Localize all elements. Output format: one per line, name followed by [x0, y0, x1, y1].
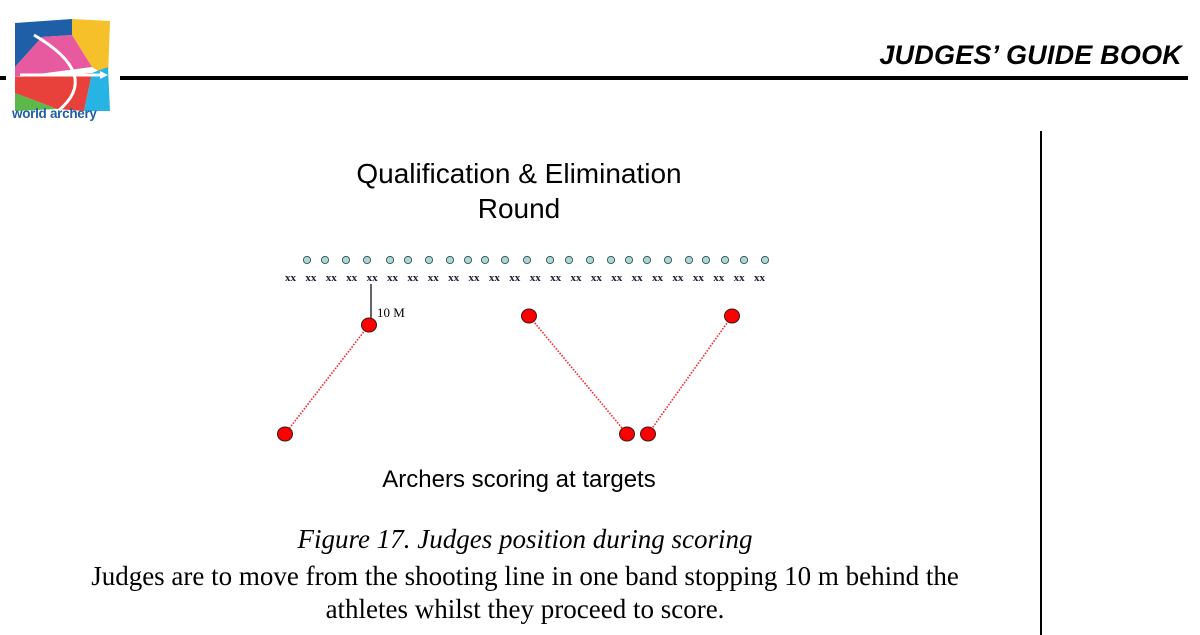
target-icon: [545, 255, 555, 265]
archer-marker: xx: [488, 272, 500, 284]
archer-marker: xx: [346, 272, 358, 284]
archer-marker: xx: [529, 272, 541, 284]
target-icon: [385, 255, 395, 265]
archer-marker: xx: [672, 272, 684, 284]
judge-2-end-marker: [619, 426, 635, 442]
target-icon: [463, 255, 473, 265]
target-icon: [624, 255, 634, 265]
figure-title: Qualification & Elimination Round: [300, 156, 738, 226]
archer-marker: xx: [590, 272, 602, 284]
target-icon: [320, 255, 330, 265]
target-icon: [642, 255, 652, 265]
archer-marker: xx: [611, 272, 623, 284]
target-icon: [341, 255, 351, 265]
body-line-1: Judges are to move from the shooting lin…: [91, 561, 959, 591]
archer-marker: xx: [285, 272, 296, 284]
archer-marker: xx: [305, 272, 317, 284]
target-icon: [424, 255, 434, 265]
archer-marker: xx: [509, 272, 521, 284]
target-icon: [362, 255, 372, 265]
body-paragraph: Judges are to move from the shooting lin…: [0, 560, 1050, 626]
target-icon: [663, 255, 673, 265]
archer-marker: xx: [570, 272, 582, 284]
distance-label: 10 M: [377, 305, 405, 320]
archer-marker: xx: [550, 272, 562, 284]
archer-marker: xx: [652, 272, 664, 284]
target-icon: [480, 255, 490, 265]
judge-paths: [284, 315, 733, 435]
world-archery-logo-icon: [15, 19, 110, 113]
judge-2-path: [528, 315, 628, 435]
archer-marker: xx: [692, 272, 704, 284]
judge-1-end-marker: [277, 426, 293, 442]
figure-title-line-2: Round: [477, 193, 561, 224]
archer-marker: xx: [631, 272, 643, 284]
archer-marker: xx: [325, 272, 337, 284]
figure-caption: Figure 17. Judges position during scorin…: [297, 524, 753, 554]
target-icon: [522, 255, 532, 265]
archer-marker: xx: [386, 272, 398, 284]
target-icon: [302, 255, 312, 265]
judge-3-start-marker: [724, 308, 740, 324]
judge-1-start-marker: [361, 317, 377, 333]
archer-marker: xx: [366, 272, 378, 284]
target-icon: [500, 255, 510, 265]
document-title: JUDGES’ GUIDE BOOK: [879, 40, 1182, 70]
target-icon: [564, 255, 574, 265]
figure-title-line-1: Qualification & Elimination: [356, 158, 682, 189]
target-icon: [760, 255, 770, 265]
archer-marker: xx: [468, 272, 480, 284]
archer-marker: xx: [427, 272, 439, 284]
judge-1-path: [284, 324, 370, 435]
logo-wordmark: world archery: [12, 106, 97, 121]
margin-rule: [1040, 131, 1042, 635]
judge-3-end-marker: [640, 426, 656, 442]
header-rule-left: [0, 76, 6, 80]
judges: [277, 308, 740, 442]
archer-marker: xx: [713, 272, 725, 284]
target-icon: [445, 255, 455, 265]
target-icon: [684, 255, 694, 265]
target-icon: [606, 255, 616, 265]
archer-marker: xx: [448, 272, 460, 284]
archer-marker: xx: [753, 272, 765, 284]
scoring-label: Archers scoring at targets: [382, 466, 656, 493]
judge-2-start-marker: [521, 308, 537, 324]
body-line-2: athletes whilst they proceed to score.: [325, 594, 725, 624]
target-icon: [739, 255, 749, 265]
archer-marker: xx: [407, 272, 419, 284]
target-icon: [403, 255, 413, 265]
target-icon: [701, 255, 711, 265]
target-icon: [585, 255, 595, 265]
targets-row: [302, 255, 770, 265]
archer-marker: xx: [733, 272, 745, 284]
header-rule: [120, 76, 1188, 80]
target-icon: [720, 255, 730, 265]
judge-3-path: [647, 315, 733, 435]
